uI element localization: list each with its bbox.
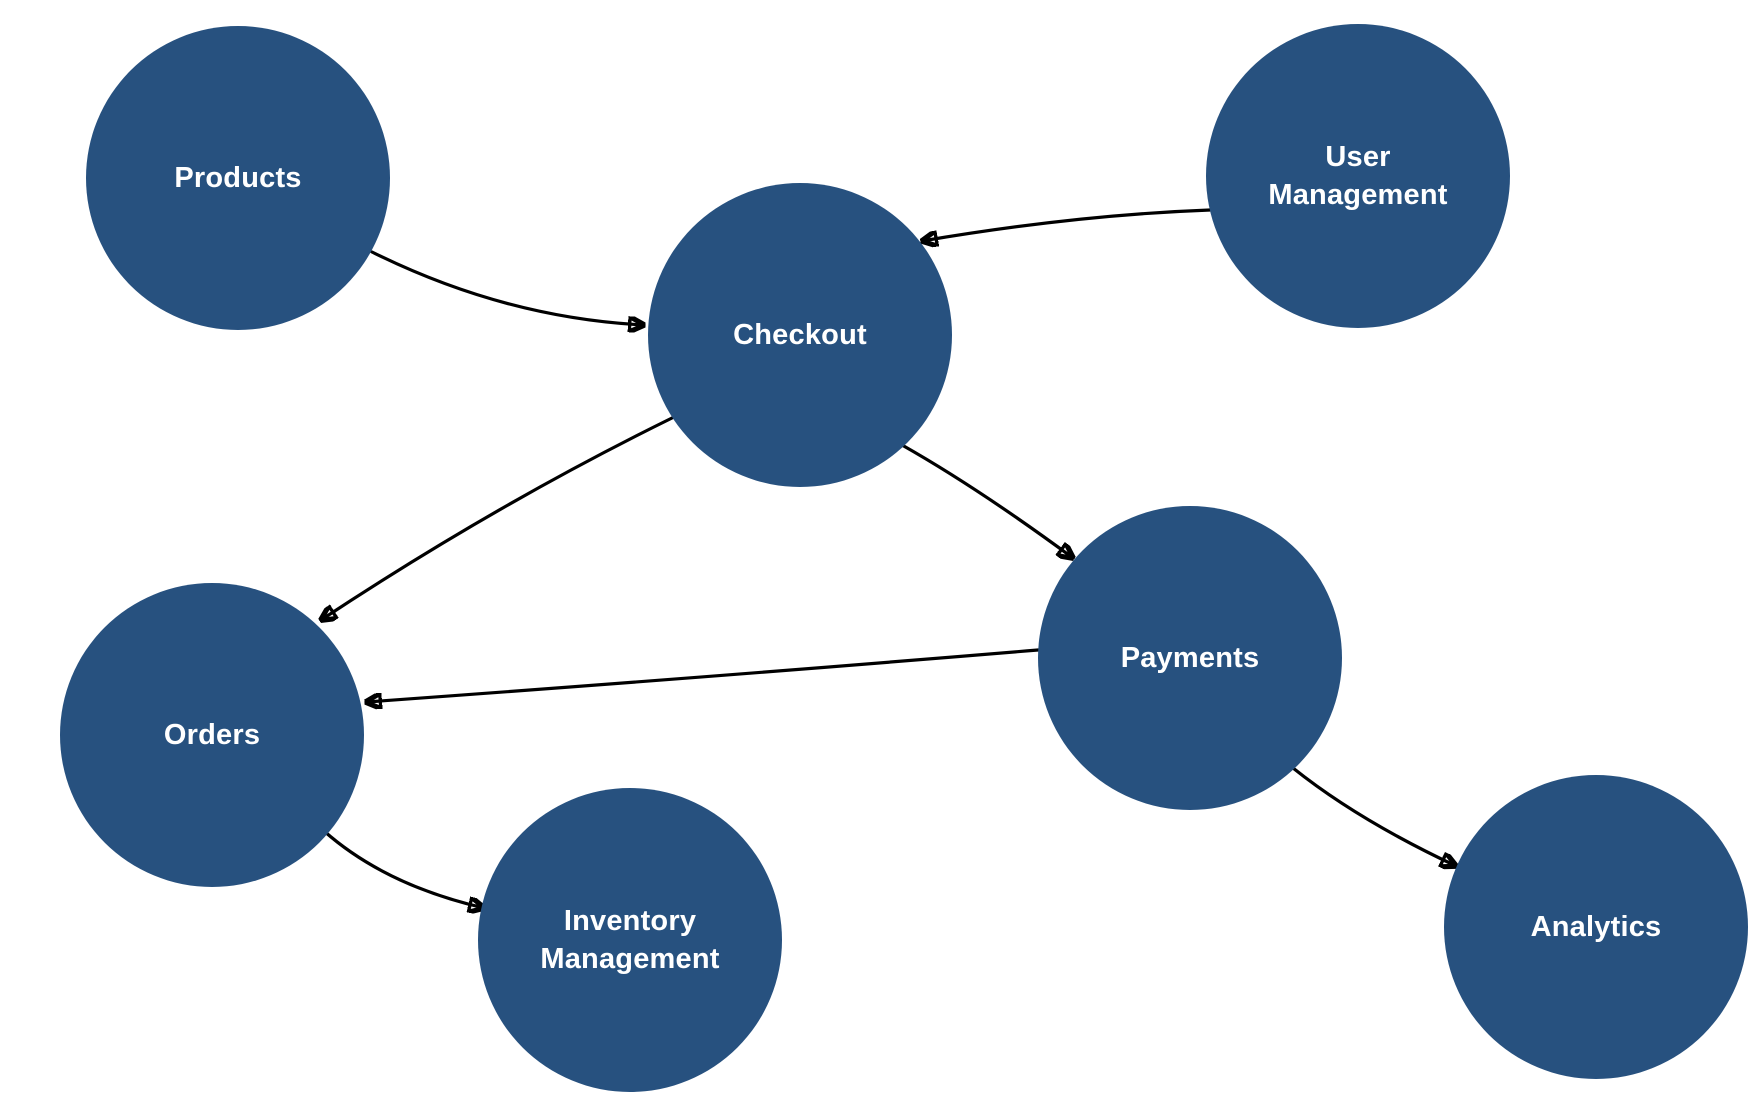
edge-checkout-to-orders	[321, 416, 674, 620]
edge-products-to-checkout	[370, 250, 644, 325]
edge-orders-to-inventory-management	[322, 829, 484, 908]
edge-payments-to-orders	[366, 648, 1040, 702]
node-payments: Payments	[1038, 506, 1342, 810]
edge-checkout-to-payments	[900, 443, 1073, 558]
node-user-management: User Management	[1206, 24, 1510, 328]
node-payments-label: Payments	[1120, 641, 1260, 674]
node-checkout: Checkout	[648, 183, 952, 487]
node-analytics: Analytics	[1444, 775, 1748, 1079]
edge-payments-to-analytics	[1291, 766, 1456, 866]
node-inventory-management: Inventory Management	[478, 788, 782, 1092]
node-products-label: Products	[174, 161, 302, 194]
node-user-management-label: User Management	[1268, 140, 1448, 211]
node-orders-label: Orders	[163, 718, 261, 751]
node-orders: Orders	[60, 583, 364, 887]
edge-user-management-to-checkout	[922, 208, 1212, 241]
node-checkout-label: Checkout	[733, 318, 867, 351]
node-products: Products	[86, 26, 390, 330]
node-analytics-label: Analytics	[1530, 910, 1662, 943]
node-inventory-management-label: Inventory Management	[540, 904, 720, 975]
